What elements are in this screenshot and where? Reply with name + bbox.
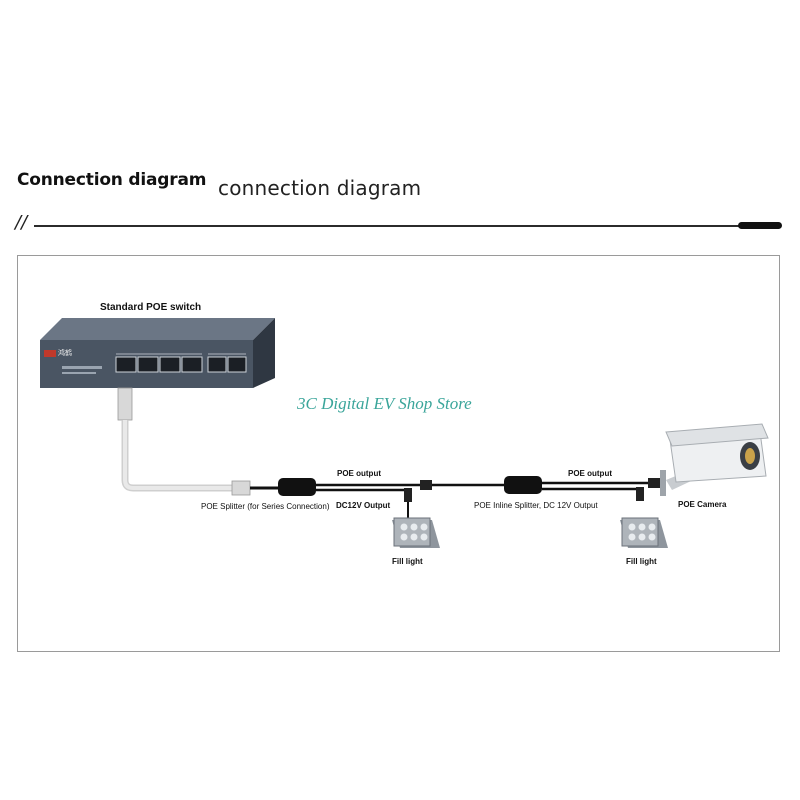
inline-splitter-label: POE Inline Splitter, DC 12V Output <box>474 501 598 510</box>
page-subtitle: connection diagram <box>218 176 422 200</box>
camera-label: POE Camera <box>678 500 727 509</box>
divider-line <box>34 225 744 227</box>
switch-title: Standard POE switch <box>100 302 202 313</box>
poe-output-label-1: POE output <box>337 469 381 478</box>
fill-light-label-2: Fill light <box>626 557 657 566</box>
poe-inline-splitter-icon <box>504 476 660 501</box>
rule-mark: // <box>15 212 28 233</box>
fill-light-icon <box>620 517 668 548</box>
page-title: Connection diagram <box>17 170 207 190</box>
diagram-frame <box>17 255 780 652</box>
poe-output-label-2: POE output <box>568 469 612 478</box>
splitter-label: POE Splitter (for Series Connection) <box>201 502 330 511</box>
divider-end-cap <box>738 222 782 229</box>
switch-brand: 鸿鹤 <box>58 350 72 357</box>
fill-light-icon <box>392 517 440 548</box>
poe-splitter-icon <box>250 478 432 520</box>
store-watermark: 3C Digital EV Shop Store <box>297 394 472 413</box>
ethernet-cable-icon <box>117 387 251 496</box>
poe-camera-icon <box>660 423 769 496</box>
dc-output-label-1: DC12V Output <box>336 501 391 510</box>
fill-light-label-1: Fill light <box>392 557 423 566</box>
poe-switch-icon <box>40 318 275 388</box>
